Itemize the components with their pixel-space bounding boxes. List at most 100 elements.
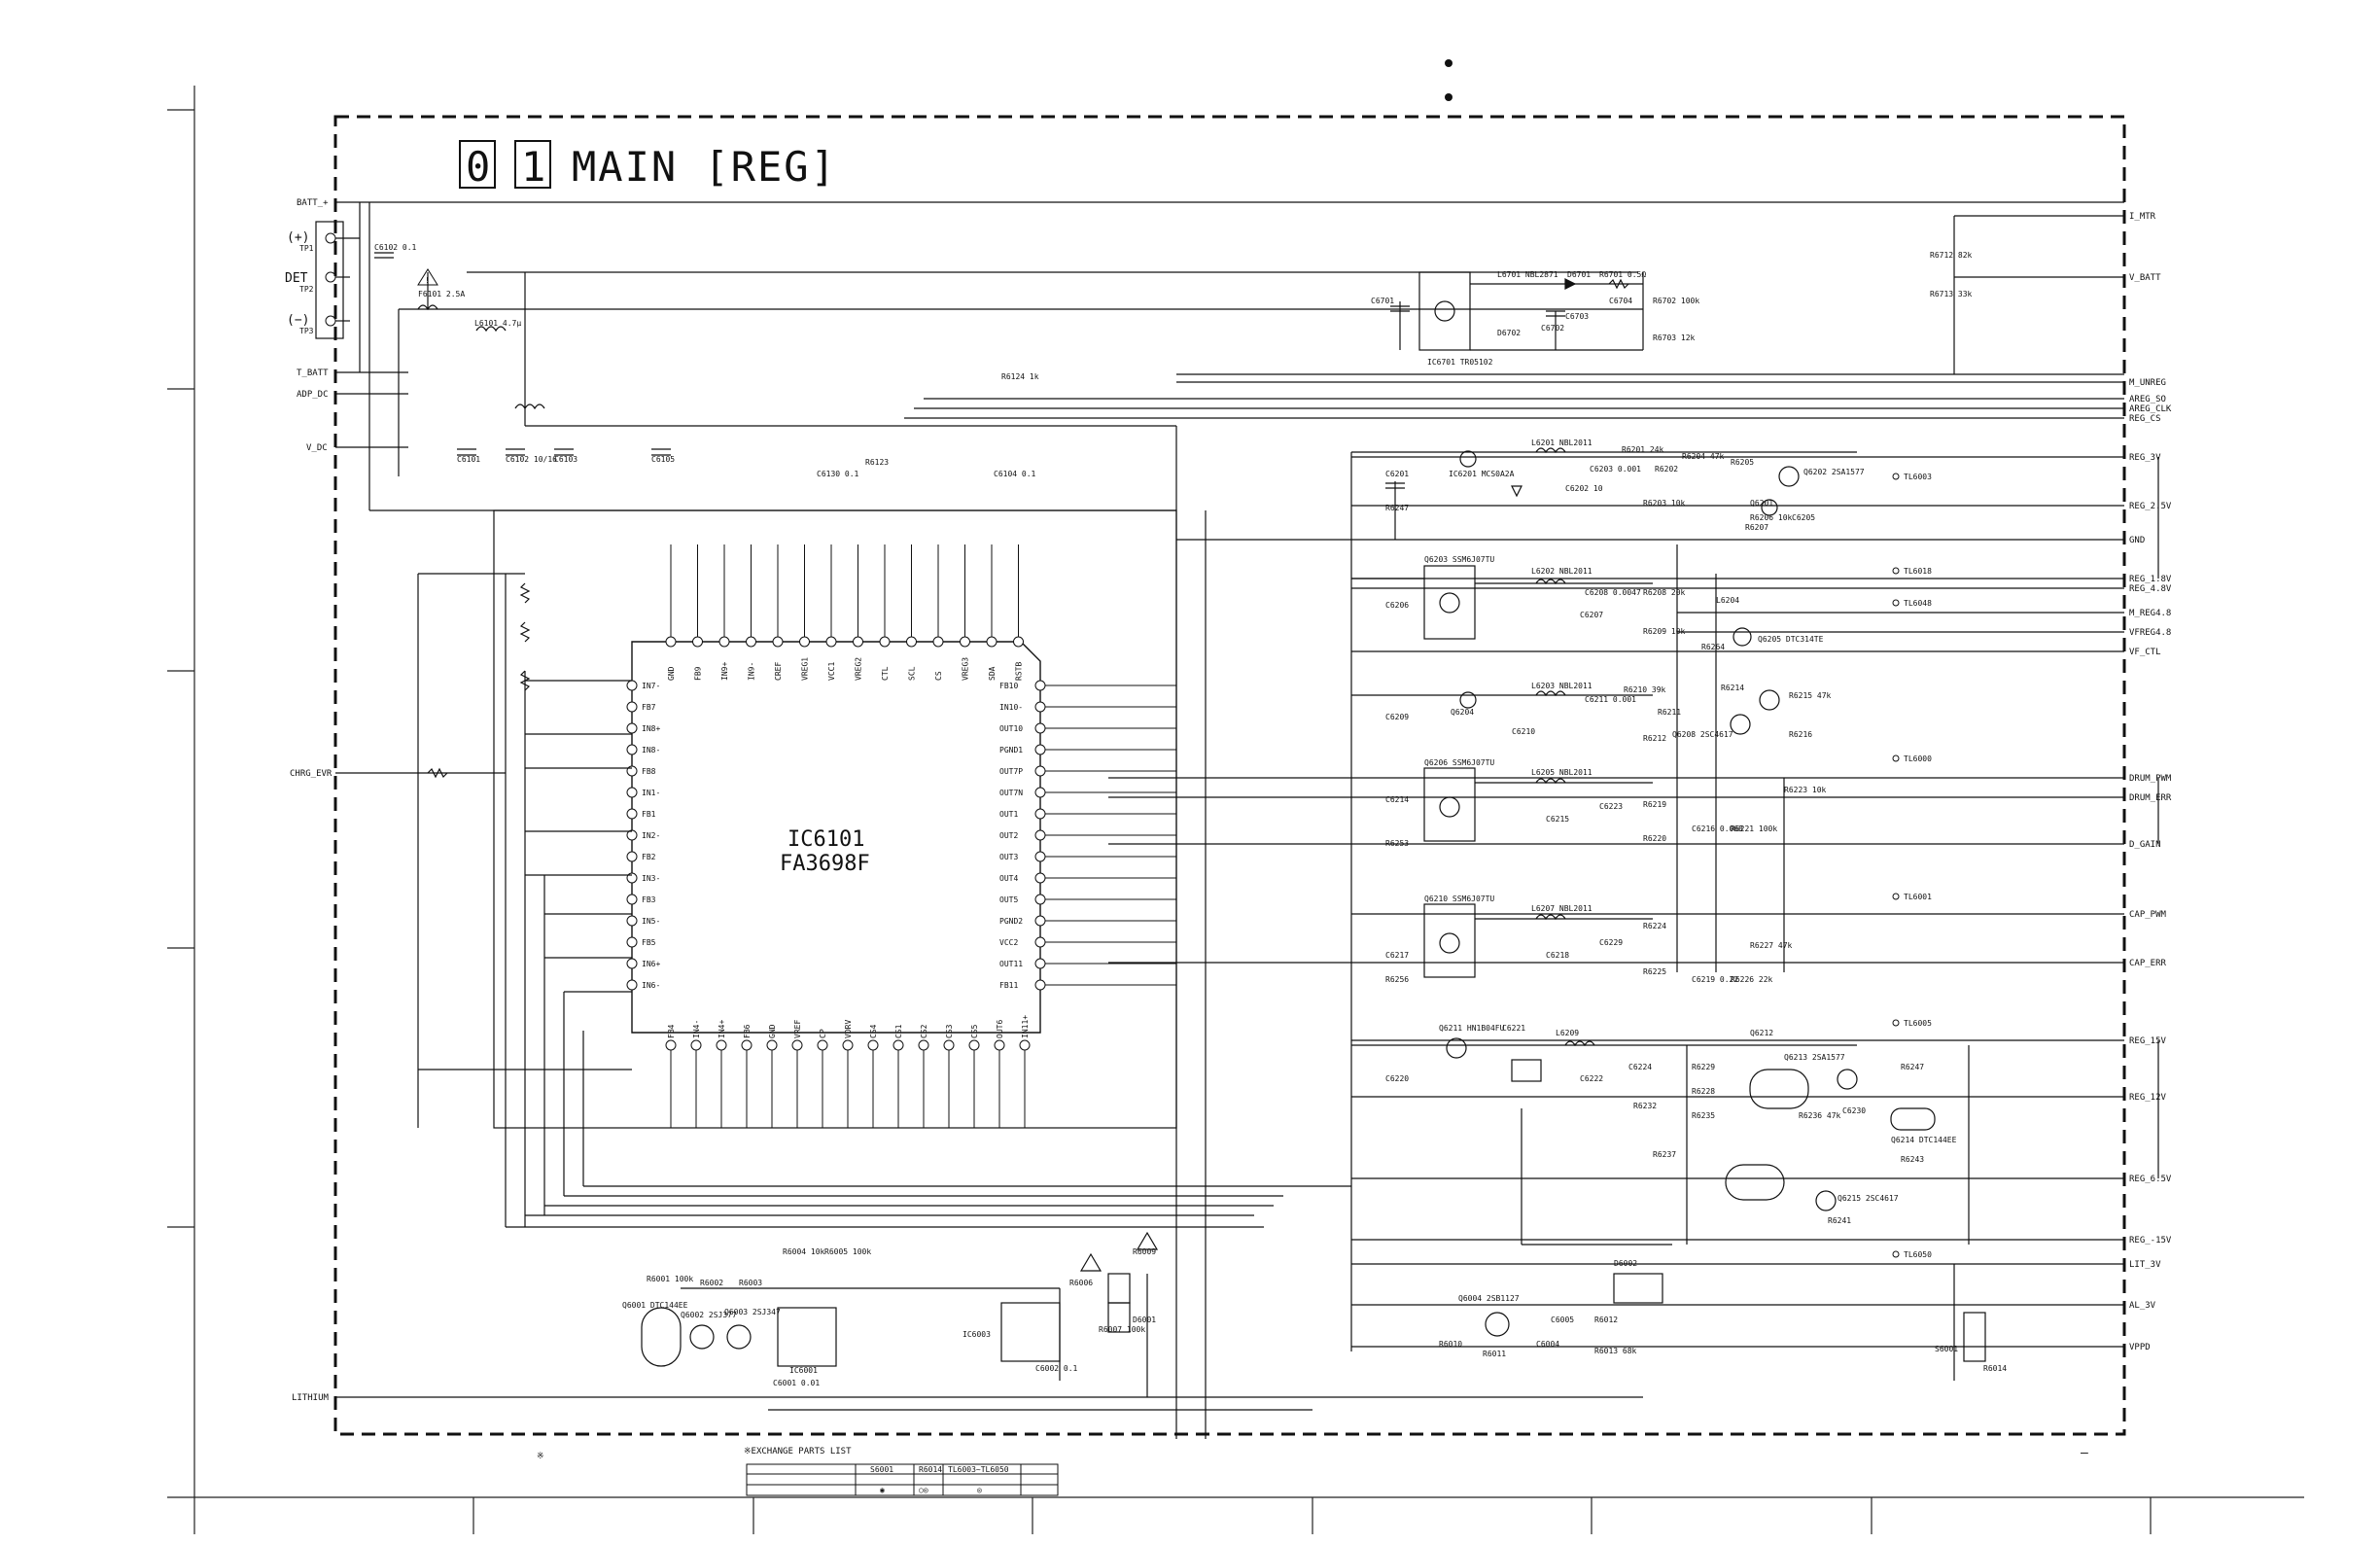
svg-text:C6704: C6704: [1609, 297, 1632, 305]
ic-pin-left: [626, 701, 638, 713]
svg-text:◎: ◎: [977, 1486, 982, 1494]
ic-pin-right: [1034, 701, 1046, 713]
svg-text:L6701 NBL2871: L6701 NBL2871: [1497, 270, 1558, 279]
ic-pin-label-top: CS: [934, 671, 943, 681]
svg-text:◉: ◉: [880, 1486, 885, 1494]
ic-pin-top: [960, 636, 970, 648]
svg-text:R6001 100k: R6001 100k: [647, 1275, 693, 1283]
svg-text:TL6050: TL6050: [1904, 1250, 1932, 1259]
ic-pin-label-left: IN6-: [642, 981, 660, 990]
svg-text:R6006: R6006: [1069, 1279, 1093, 1287]
svg-text:TL6003~TL6050: TL6003~TL6050: [948, 1465, 1009, 1474]
ic-pin-left: [626, 894, 638, 905]
top-component-labels: C6102 0.1 F6101 2.5A L6101 4.7μ C6101 C6…: [374, 243, 1039, 478]
ic-pin-label-right: OUT7N: [999, 789, 1023, 797]
port-vfreg4-8: VFREG4.8: [2129, 628, 2171, 638]
svg-text:TL6003: TL6003: [1904, 473, 1932, 481]
port-adp-dc: ADP_DC: [297, 390, 329, 400]
ic-pin-label-bottom: FB4: [667, 1024, 676, 1038]
ic-pin-right: [1034, 958, 1046, 969]
port-cap-pwm: CAP_PWM: [2129, 910, 2167, 920]
unreg-block: [1390, 271, 1644, 351]
ic-pin-bottom: [842, 1039, 854, 1051]
bullet-dot: [1445, 59, 1452, 67]
svg-text:R6712 82k: R6712 82k: [1930, 251, 1973, 260]
port-cap-err: CAP_ERR: [2129, 959, 2167, 968]
svg-text:Q6202 2SA1577: Q6202 2SA1577: [1803, 468, 1865, 476]
reg15-labels: Q6211 HN1B04FU C6221 L6209 C6220 C6222 C…: [1385, 1024, 1957, 1225]
svg-text:R6204 47k: R6204 47k: [1682, 452, 1725, 461]
port-reg-6-5v: REG_6.5V: [2129, 1175, 2172, 1184]
ic-pin-right: [1034, 936, 1046, 948]
ic-pin-left: [626, 808, 638, 820]
svg-text:※: ※: [537, 1452, 544, 1461]
port-al-3v: AL_3V: [2129, 1301, 2156, 1311]
port-batt: BATT_+: [297, 198, 329, 208]
svg-text:R6003: R6003: [739, 1279, 762, 1287]
port-reg-2-5v: REG_2.5V: [2129, 502, 2172, 511]
port-areg-clk: AREG_CLK: [2129, 404, 2172, 414]
svg-text:C6102 0.1: C6102 0.1: [374, 243, 417, 252]
ic-pin-label-bottom: CS1: [894, 1024, 903, 1038]
svg-text:Q6214 DTC144EE: Q6214 DTC144EE: [1891, 1136, 1957, 1144]
svg-text:C6222: C6222: [1580, 1074, 1603, 1083]
svg-text:C6102 10/16: C6102 10/16: [506, 455, 557, 464]
svg-text:R6211: R6211: [1658, 708, 1681, 717]
svg-text:Q6210 SSM6J07TU: Q6210 SSM6J07TU: [1424, 895, 1494, 903]
port-gnd: GND: [2129, 536, 2145, 545]
right-port-labels: I_MTR V_BATT M_UNREG AREG_SO AREG_CLK RE…: [2129, 212, 2172, 1352]
svg-text:L6205 NBL2011: L6205 NBL2011: [1531, 768, 1592, 777]
svg-text:IC6701 TR05102: IC6701 TR05102: [1427, 358, 1493, 367]
ic-pin-bottom: [968, 1039, 980, 1051]
svg-text:IC6003: IC6003: [962, 1330, 991, 1339]
svg-text:C6207: C6207: [1580, 611, 1603, 619]
svg-text:R6243: R6243: [1901, 1155, 1924, 1164]
ic-pin-bottom: [665, 1039, 677, 1051]
svg-text:R6124 1k: R6124 1k: [1001, 372, 1039, 381]
ic-pin-label-right: OUT7P: [999, 767, 1023, 776]
svg-text:R6247: R6247: [1901, 1063, 1924, 1071]
port-reg-15v: REG_15V: [2129, 1036, 2167, 1046]
svg-text:※EXCHANGE PARTS LIST: ※EXCHANGE PARTS LIST: [744, 1447, 852, 1456]
svg-text:MAIN [REG]: MAIN [REG]: [572, 143, 837, 191]
ic-pin-right: [1034, 872, 1046, 884]
drum-labels: Q6206 SSM6J07TU L6205 NBL2011 C6214 C621…: [1385, 758, 1827, 848]
ic-pin-label-bottom: CP: [819, 1029, 827, 1038]
svg-text:C6209: C6209: [1385, 713, 1409, 721]
ic-pin-right: [1034, 765, 1046, 777]
ic-pin-label-top: SDA: [988, 666, 997, 681]
svg-text:C6201: C6201: [1385, 470, 1409, 478]
port-chrg-evr: CHRG_EVR: [290, 769, 332, 779]
page-frame: [167, 86, 2304, 1534]
svg-text:○◎: ○◎: [919, 1486, 928, 1494]
ic-pin-top: [825, 636, 837, 648]
svg-text:L6101 4.7μ: L6101 4.7μ: [474, 319, 521, 328]
svg-text:IC6201 MCS0A2A: IC6201 MCS0A2A: [1449, 470, 1515, 478]
lithium-circuit: [622, 1231, 1986, 1411]
ic-pin-label-right: OUT10: [999, 724, 1023, 733]
ic-pin-label-left: FB3: [642, 895, 656, 904]
port-reg-12v: REG_12V: [2129, 1093, 2167, 1103]
svg-text:L6209: L6209: [1556, 1029, 1579, 1037]
reg3v-labels: C6201 IC6201 MCS0A2A L6201 NBL2011 C6202…: [1385, 439, 1865, 532]
ic-pin-label-right: OUT1: [999, 810, 1018, 819]
svg-text:D6701: D6701: [1567, 270, 1591, 279]
port-lithium: LITHIUM: [292, 1393, 330, 1403]
svg-text:R6209 10k: R6209 10k: [1643, 627, 1686, 636]
ic-pin-label-right: OUT5: [999, 895, 1018, 904]
ic-pin-label-top: IN9-: [748, 662, 756, 681]
svg-text:R6215 47k: R6215 47k: [1789, 691, 1832, 700]
svg-text:C6224: C6224: [1628, 1063, 1652, 1071]
svg-text:TP3: TP3: [299, 327, 314, 335]
ic-pin-label-right: OUT2: [999, 831, 1018, 840]
ic-pin-left: [626, 680, 638, 691]
svg-text:R6014: R6014: [919, 1465, 942, 1474]
svg-text:TP1: TP1: [299, 244, 314, 253]
svg-text:R6229: R6229: [1692, 1063, 1715, 1071]
port-vdc: V_DC: [306, 443, 328, 453]
svg-text:TL6005: TL6005: [1904, 1019, 1932, 1028]
port-lit-3v: LIT_3V: [2129, 1260, 2161, 1270]
svg-text:R6203 10k: R6203 10k: [1643, 499, 1686, 508]
left-ports: [335, 201, 2124, 1398]
ic-pin-right: [1034, 915, 1046, 927]
